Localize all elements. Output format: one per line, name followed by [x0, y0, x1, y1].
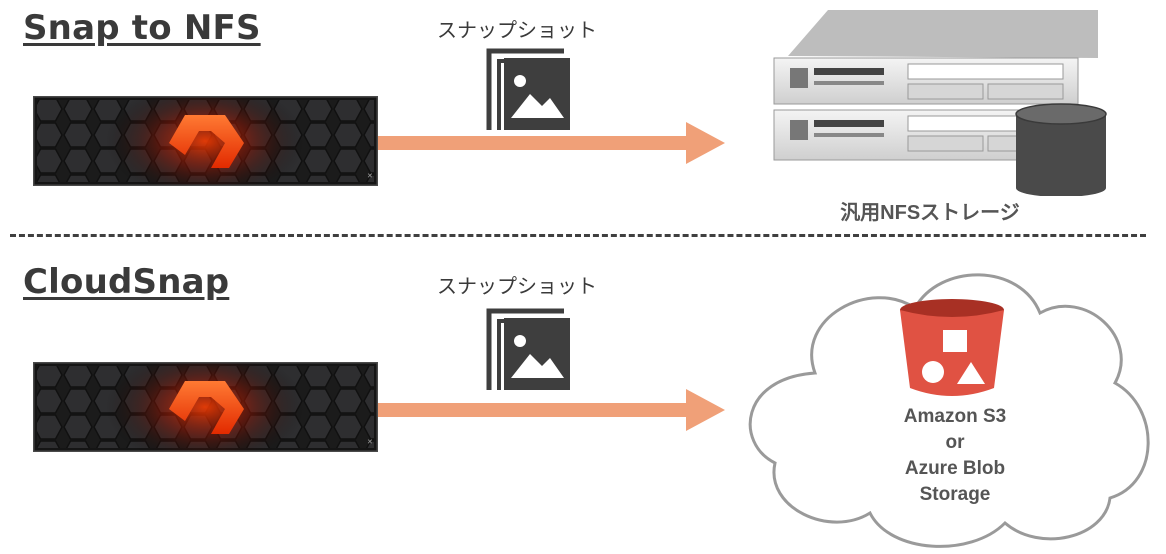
- snapshot-arrow: [378, 122, 725, 164]
- cloud-label-line: Amazon S3: [903, 406, 1007, 427]
- section-title-snap-to-nfs: Snap to NFS: [23, 8, 261, 48]
- cloud-label-line: Storage: [919, 484, 991, 505]
- database-cylinder-icon: [1015, 103, 1107, 196]
- cloud-label-line: or: [945, 432, 965, 453]
- cloud-storage-label: Amazon S3 or Azure Blob Storage: [880, 404, 1030, 508]
- nfs-storage-label: 汎用NFSストレージ: [840, 202, 1020, 224]
- snapshot-label: スナップショット: [437, 274, 597, 298]
- svg-text:✕: ✕: [367, 438, 373, 446]
- storage-array-icon: ✕: [33, 96, 378, 186]
- s3-bucket-icon: [900, 299, 1004, 396]
- snapshot-label: スナップショット: [437, 18, 597, 42]
- snapshot-image-icon: [486, 308, 570, 390]
- svg-text:✕: ✕: [367, 172, 373, 180]
- section-title-cloudsnap: CloudSnap: [23, 262, 230, 302]
- rack-server-icon: [773, 10, 1107, 196]
- cloud-icon: [748, 273, 1150, 548]
- cloud-label-line: Azure Blob: [904, 458, 1006, 479]
- snapshot-arrow: [378, 389, 725, 431]
- section-divider: [10, 234, 1146, 237]
- snapshot-image-icon: [486, 48, 570, 130]
- storage-array-icon: ✕: [33, 362, 378, 452]
